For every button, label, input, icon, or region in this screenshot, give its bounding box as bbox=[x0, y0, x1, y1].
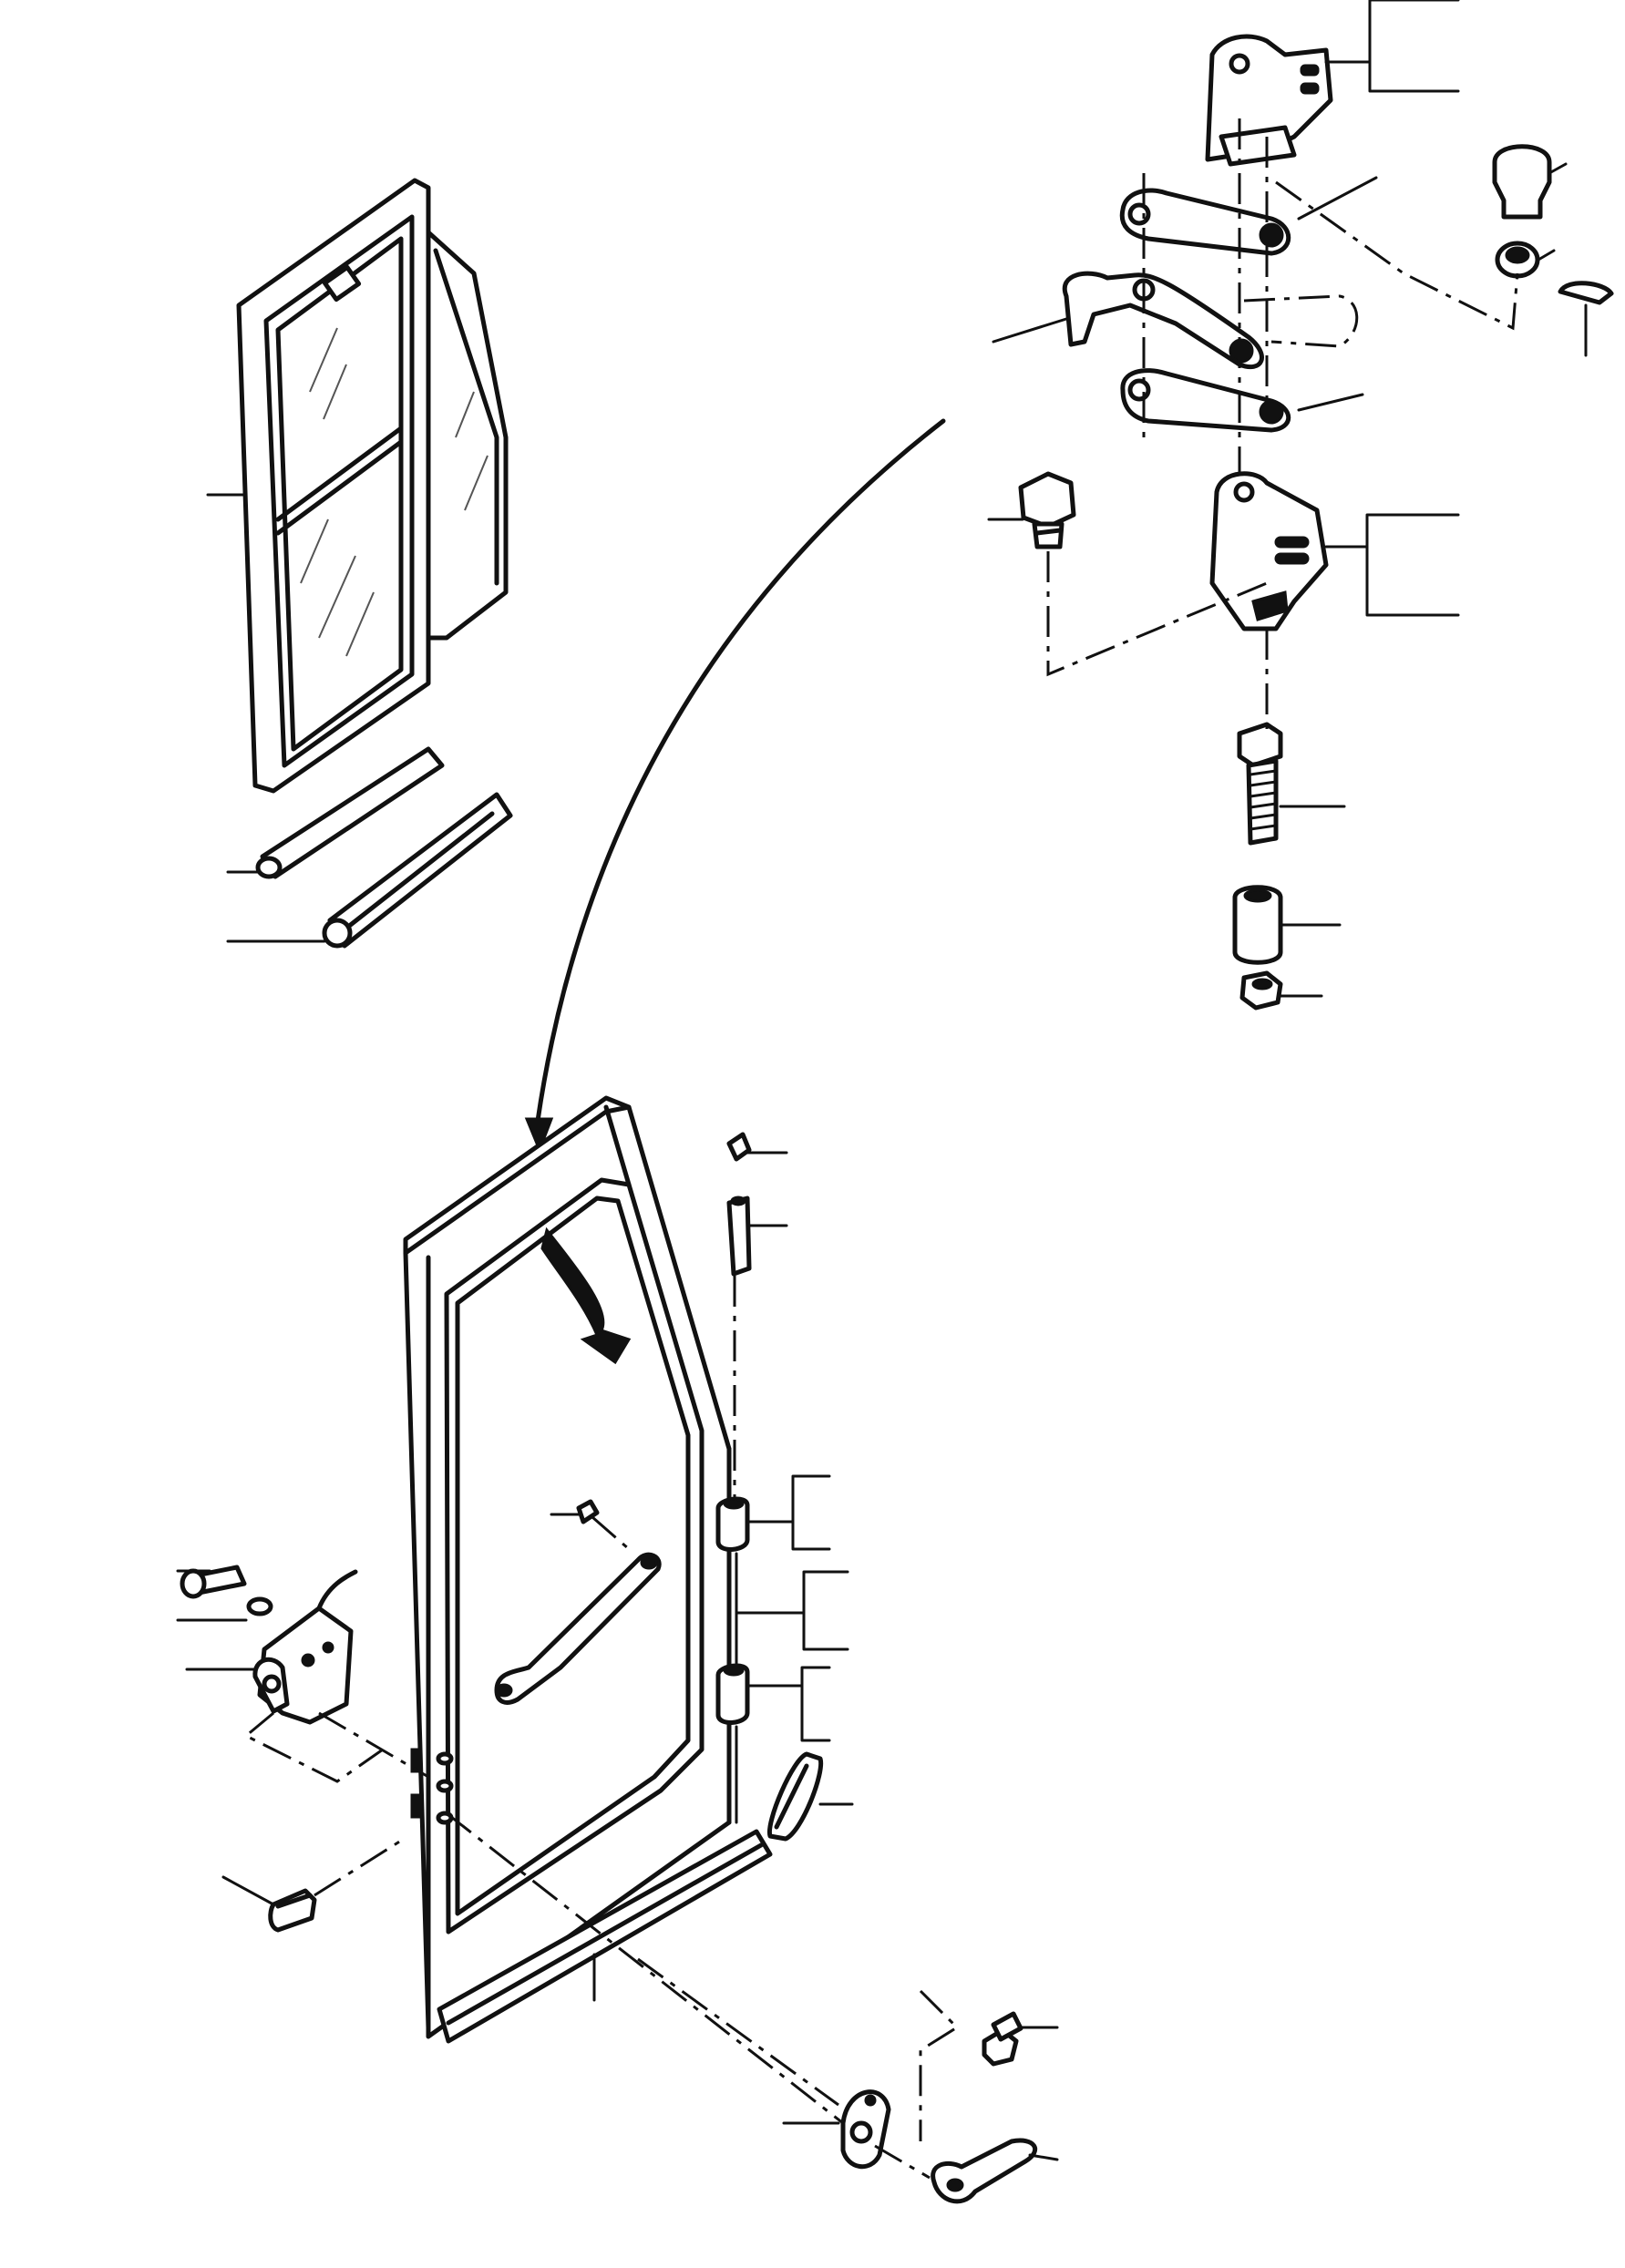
inner-door-handle bbox=[494, 1499, 662, 1705]
hinge-link-arms bbox=[992, 176, 1378, 433]
lower-hinge-bracket bbox=[1209, 471, 1460, 631]
lock-screw bbox=[221, 1839, 402, 1933]
hinge-tab-dashed bbox=[1243, 294, 1359, 348]
seal-strip-lower bbox=[226, 792, 513, 949]
door-seal-strip bbox=[437, 1829, 773, 2044]
hinge-bolt-left bbox=[987, 471, 1076, 549]
assembly-arrowhead bbox=[524, 1117, 554, 1155]
door-lock-assembly bbox=[176, 1565, 429, 1783]
door-damper bbox=[715, 1132, 849, 1824]
hinge-spacer bbox=[1232, 885, 1342, 965]
door-frame bbox=[403, 1095, 732, 2039]
swing-direction-arrow bbox=[540, 1226, 632, 1365]
hinge-pin bbox=[1492, 144, 1614, 357]
upper-hinge-bracket bbox=[1205, 0, 1460, 167]
hinge-nut bbox=[1239, 970, 1323, 1011]
hinge-bolt-long bbox=[1237, 722, 1346, 846]
door-pad bbox=[766, 1751, 854, 1842]
assembly-arrow bbox=[535, 418, 946, 1124]
door-edge-holes bbox=[410, 1748, 454, 1825]
seal-strip-upper bbox=[226, 746, 445, 879]
exterior-handle-assembly bbox=[446, 1811, 1059, 2204]
sliding-window-assembly bbox=[206, 178, 509, 794]
hinge-center-lines bbox=[1046, 118, 1519, 729]
